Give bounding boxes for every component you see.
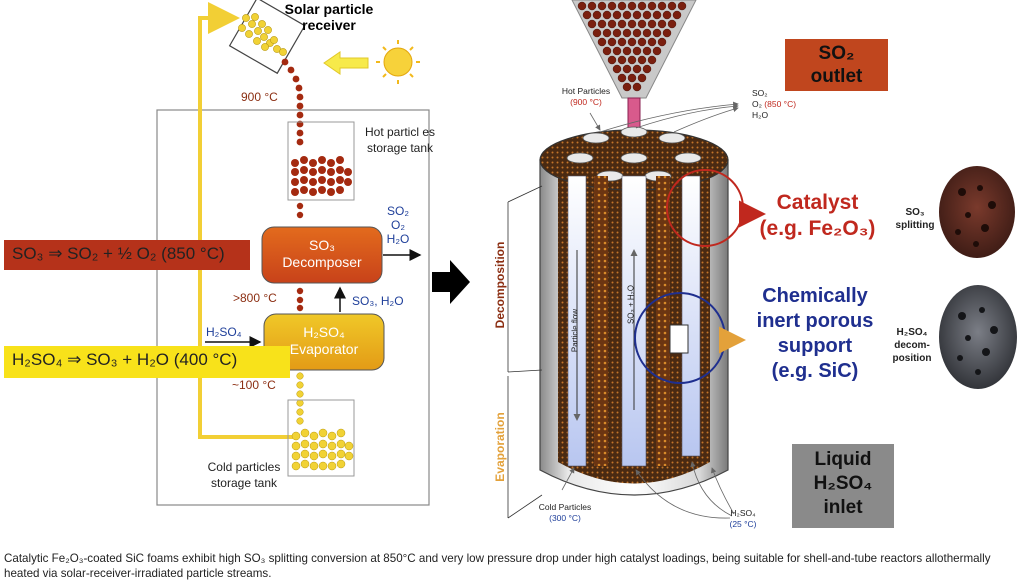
reactor-illustration xyxy=(507,0,1017,519)
top-gas-arrows xyxy=(589,101,739,133)
evaporator-label: H₂SO₄ Evaporator xyxy=(289,324,359,357)
hot-particle-stream xyxy=(281,58,304,146)
h2so4-decomposition-label: H₂SO₄ decom- position xyxy=(892,327,932,364)
cold-particle-stream xyxy=(296,372,304,425)
transition-arrow xyxy=(432,260,470,304)
temp-900-label: 900 °C xyxy=(241,90,278,104)
h2so4-evaporator-unit xyxy=(263,313,385,371)
so3-splitting-label: SO₃ splitting xyxy=(895,207,935,231)
liquid-h2so4-inlet-box: Liquid H₂SO₄ inlet xyxy=(792,444,894,528)
temp-800-label: >800 °C xyxy=(233,291,277,305)
so3-decomposer-unit xyxy=(261,226,383,284)
hot-tank-label: Hot particl es storage tank xyxy=(365,125,436,155)
reactor-tubes xyxy=(567,175,701,467)
cold-tank-particles xyxy=(291,428,354,471)
catalyst-label: Catalyst (e.g. Fe₂O₃) xyxy=(759,191,876,240)
so3-h2o-label: SO₃, H₂O xyxy=(352,294,404,308)
cold-tank-label: Cold particles storage tank xyxy=(207,460,281,490)
reaction-h2so4-evaporation: H₂SO₄ ⇒ SO₃ + H₂O (400 °C) xyxy=(4,346,290,378)
sun-icon xyxy=(376,40,420,84)
tube-caps xyxy=(566,126,702,182)
so2-outlet-box: SO₂ outlet xyxy=(785,39,888,91)
particle-flow-label: Particle flow xyxy=(570,308,580,353)
zone-brackets xyxy=(507,185,543,519)
inert-support-label: Chemically inert porous support (e.g. Si… xyxy=(756,285,874,382)
hopper-particles xyxy=(577,1,687,92)
transfer-particles xyxy=(296,287,304,312)
reaction-so3-splitting: SO₃ ⇒ SO₂ + ½ O₂ (850 °C) xyxy=(4,240,250,270)
sunlight-arrow xyxy=(323,51,369,75)
h2so4-input-label: H₂SO₄ xyxy=(206,325,242,339)
hot-tank-particles xyxy=(291,156,352,219)
foam-insert-icon xyxy=(669,324,689,354)
decomposer-output-gases: SO₂ O₂ H₂O xyxy=(386,204,410,246)
top-gas-label: SO₂ O₂ (850 °C) H₂O xyxy=(752,88,797,120)
receiver-particles xyxy=(238,13,287,56)
catalyst-foam-photo xyxy=(939,166,1015,258)
hot-storage-tank xyxy=(287,121,355,201)
so3-h2o-flow-label: SO₃ + H₂O xyxy=(626,284,636,325)
sic-foam-photo xyxy=(939,285,1017,389)
decomposition-zone-label: Decomposition xyxy=(493,241,507,329)
process-schematic xyxy=(156,0,470,506)
cold-particles-label: Cold Particles (300 °C) xyxy=(538,502,592,523)
temp-100-label: ~100 °C xyxy=(232,378,276,392)
h2so4-inlet-small-label: H₂SO₄ (25 °C) xyxy=(729,508,757,529)
receiver-label: Solar particle receiver xyxy=(284,1,374,33)
solar-receiver xyxy=(228,0,306,75)
evaporation-zone-label: Evaporation xyxy=(493,412,507,482)
hot-particles-label: Hot Particles (900 °C) xyxy=(561,86,611,107)
plant-frame xyxy=(156,109,430,506)
cold-particle-return-pipe xyxy=(198,2,295,439)
bottom-inlet-arrows xyxy=(561,461,735,519)
decomposer-label: SO₃ Decomposer xyxy=(282,237,362,270)
cold-storage-tank xyxy=(287,399,355,477)
figure-caption: Catalytic Fe₂O₃-coated SiC foams exhibit… xyxy=(4,552,991,580)
